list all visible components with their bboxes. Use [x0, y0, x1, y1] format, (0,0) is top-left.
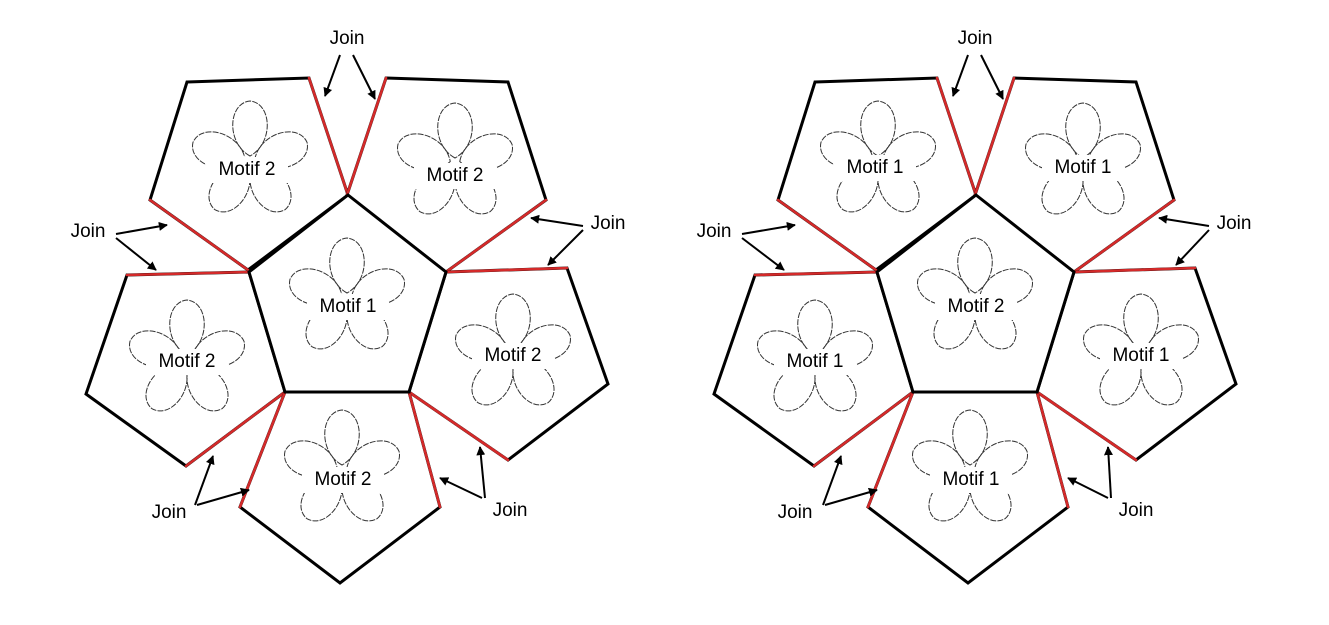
join-annotation: Join [439, 446, 528, 521]
motif-label: Motif 2 [947, 296, 1004, 317]
motif-tile: Motif 2 [345, 76, 548, 274]
motif-tile: Motif 1 [712, 270, 915, 468]
join-label: Join [591, 213, 626, 234]
join-annotation: Join [530, 213, 626, 266]
motif-label: Motif 2 [158, 351, 215, 372]
motif-label: Motif 1 [1112, 345, 1169, 366]
join-label: Join [330, 28, 365, 49]
motif-tile: Motif 1 [776, 76, 978, 272]
motif-label: Motif 1 [942, 469, 999, 490]
join-annotation: Join [951, 28, 1004, 100]
diagram-right: Motif 1 Motif 1 Motif 1 Motif 1 [697, 28, 1252, 585]
join-label: Join [1119, 500, 1154, 521]
motif-tile-center: Motif 2 [875, 193, 1076, 394]
join-label: Join [71, 221, 106, 242]
motif-label: Motif 1 [846, 157, 903, 178]
join-label: Join [152, 502, 187, 523]
join-annotation: Join [323, 28, 376, 100]
diagram-left: Motif 2 Motif 2 Motif 2 Motif 2 [71, 28, 626, 585]
motif-tile: Motif 1 [866, 390, 1070, 585]
join-label: Join [493, 500, 528, 521]
join-label: Join [1217, 213, 1252, 234]
motif-tile: Motif 2 [238, 390, 442, 585]
motif-label: Motif 2 [426, 165, 483, 186]
motif-label: Motif 1 [1054, 157, 1111, 178]
motif-tile-center: Motif 1 [247, 193, 448, 394]
join-annotation: Join [1158, 213, 1252, 266]
motif-tile: Motif 1 [973, 76, 1176, 274]
join-label: Join [778, 502, 813, 523]
motif-label: Motif 1 [786, 351, 843, 372]
motif-label: Motif 2 [484, 345, 541, 366]
motif-tile: Motif 1 [1035, 266, 1238, 462]
join-annotation: Join [152, 455, 250, 523]
join-label: Join [958, 28, 993, 49]
motif-label: Motif 1 [319, 296, 376, 317]
join-label: Join [697, 221, 732, 242]
join-annotation: Join [697, 221, 796, 271]
join-annotation: Join [71, 221, 168, 271]
join-annotation: Join [778, 455, 878, 523]
motif-tile: Motif 2 [84, 270, 287, 468]
join-annotation: Join [1067, 446, 1154, 521]
motif-label: Motif 2 [218, 159, 275, 180]
motif-label: Motif 2 [314, 469, 371, 490]
